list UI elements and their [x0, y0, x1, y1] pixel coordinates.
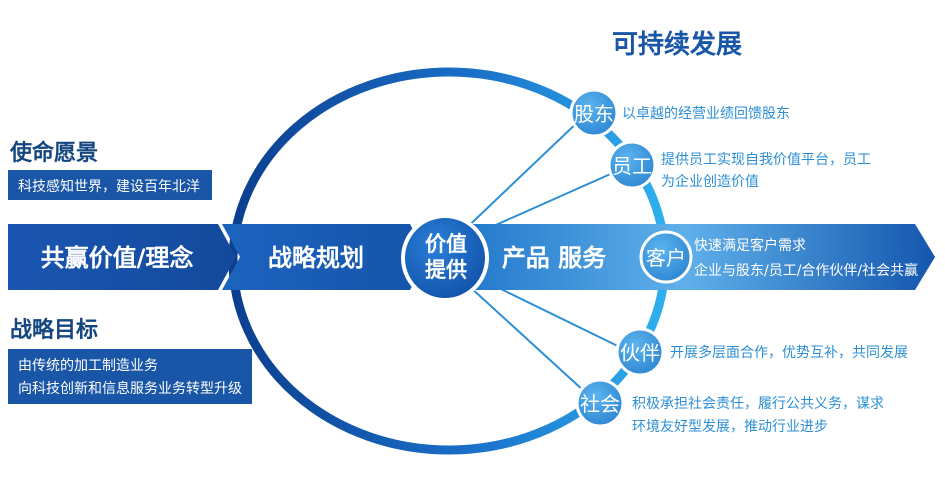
center-label-line-2: 提供: [425, 258, 467, 282]
desc-partner-line-1: 开展多层面合作，优势互补，共同发展: [670, 344, 908, 361]
node-label-society: 社会: [580, 392, 620, 416]
flow-segment-strategy: [222, 224, 428, 290]
page-title: 可持续发展: [612, 29, 742, 60]
ray-society: [457, 275, 597, 403]
node-label-partner: 伙伴: [620, 341, 660, 365]
node-partner: [615, 327, 665, 377]
goal-box: [8, 349, 252, 404]
flow-segment-values: [8, 224, 236, 290]
node-society: [575, 378, 625, 428]
goal-title: 战略目标: [10, 317, 98, 343]
desc-employee-line-2: 为企业创造价值: [661, 173, 759, 190]
mission-title: 使命愿景: [9, 140, 98, 166]
center-value-circle: [401, 214, 489, 302]
node-label-shareholder: 股东: [574, 102, 614, 126]
center-label-line-1: 价值: [425, 232, 467, 256]
goal-text-line-1: 由传统的加工制造业务: [18, 358, 158, 374]
flow-label-strategy: 战略规划: [268, 244, 364, 272]
node-shareholder: [569, 88, 619, 138]
flow-label-values: 共赢价值/理念: [41, 244, 194, 272]
goal-text-line-2: 向科技创新和信息服务业务转型升级: [18, 380, 242, 397]
mission-box: [8, 170, 212, 200]
desc-employee-line-1: 提供员工实现自我价值平台，员工: [661, 152, 871, 168]
node-employee: [607, 140, 657, 190]
node-label-customer: 客户: [646, 246, 686, 270]
desc-society-line-2: 环境友好型发展，推动行业进步: [632, 419, 828, 435]
desc-shareholder-line-1: 以卓越的经营业绩回馈股东: [622, 106, 790, 122]
desc-customer-line-2: 企业与股东/员工/合作伙伴/社会共赢: [694, 262, 918, 279]
desc-society-line-1: 积极承担社会责任，履行公共义务，谋求: [632, 396, 884, 412]
mission-text: 科技感知世界，建设百年北洋: [18, 178, 200, 195]
node-customer: [639, 230, 693, 284]
node-label-employee: 员工: [612, 154, 652, 178]
desc-customer-line-1: 快速满足客户需求: [694, 237, 806, 254]
ray-shareholder: [457, 117, 583, 237]
flow-label-products: 产品 服务: [502, 244, 607, 272]
